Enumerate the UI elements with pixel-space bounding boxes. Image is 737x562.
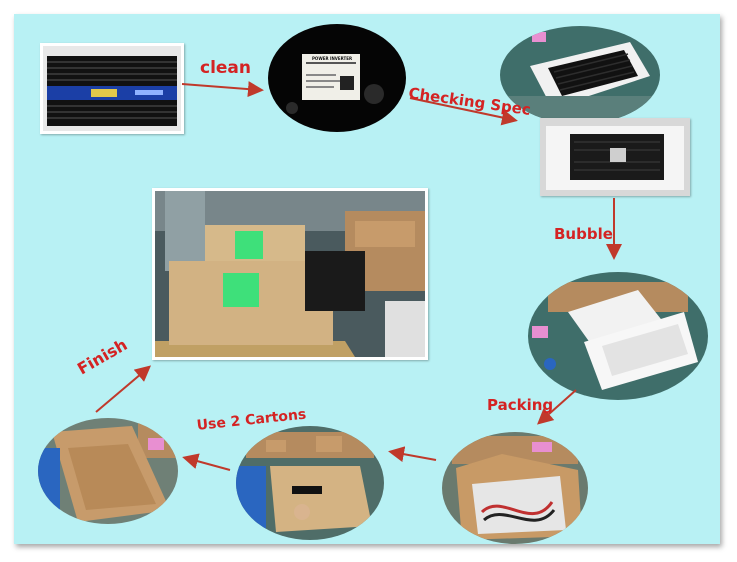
photo-open-carton xyxy=(38,418,178,524)
label-bubble: Bubble xyxy=(554,225,613,243)
photo-bubble-wrap xyxy=(528,272,708,400)
device-label-text: POWER INVERTER xyxy=(312,56,353,61)
photo-foam-tray xyxy=(500,26,660,124)
label-packing: Packing xyxy=(487,396,554,414)
photo-inverter-front xyxy=(40,43,184,134)
photo-foam-box xyxy=(540,118,690,196)
photo-inverter-label: POWER INVERTER xyxy=(268,24,406,132)
photo-two-cartons xyxy=(236,426,384,540)
photo-finished-cartons xyxy=(152,188,428,360)
label-clean: clean xyxy=(200,58,252,78)
photo-packing-carton xyxy=(442,432,588,544)
